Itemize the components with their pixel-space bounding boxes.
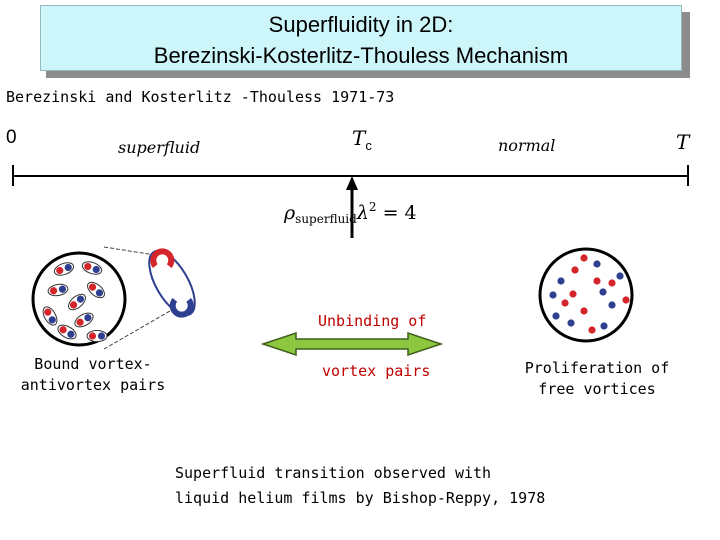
zoom-line-bottom xyxy=(103,310,171,350)
vortex-pair xyxy=(57,324,77,340)
antivortex-dot xyxy=(97,332,106,340)
vortex-pair xyxy=(47,283,69,297)
vortex-dot xyxy=(69,301,78,309)
free-vortex-dot xyxy=(580,307,588,315)
free-antivortex-dot xyxy=(549,291,557,299)
free-antivortex-dot xyxy=(616,272,624,280)
vortex-dot xyxy=(44,308,52,316)
vortex-pair xyxy=(87,281,105,299)
bound-pairs-group xyxy=(42,261,108,342)
vortex-pair xyxy=(81,261,103,275)
antivortex-dot xyxy=(84,314,92,322)
bound-pairs-caption: Bound vortex- antivortex pairs xyxy=(20,355,166,394)
vortex-pair xyxy=(42,306,58,326)
free-vortex-dot xyxy=(588,326,596,334)
antivortex-dot xyxy=(58,285,67,293)
normal-phase-label: normal xyxy=(498,136,556,155)
superfluid-phase-label: superfluid xyxy=(118,138,201,157)
zoom-line-top xyxy=(103,246,169,258)
free-vortices-circle xyxy=(538,247,634,343)
unbinding-double-arrow xyxy=(260,331,444,357)
free-vortex-dot xyxy=(622,296,630,304)
vortex-dot xyxy=(84,262,92,271)
footer-note: Superfluid transition observed with liqu… xyxy=(175,464,546,507)
unbinding-label: Unbinding of xyxy=(318,312,427,330)
free-antivortex-dot xyxy=(567,319,575,327)
axis-temperature-label: T xyxy=(676,130,690,154)
vortex-dot xyxy=(88,283,97,291)
vortex-dot xyxy=(49,287,58,295)
free-antivortex-dot xyxy=(557,277,565,285)
critical-temperature-label: Tc xyxy=(352,126,372,153)
free-antivortex-dot xyxy=(593,260,601,268)
free-vortices-group xyxy=(549,254,630,334)
axis-origin-label: 0 xyxy=(6,127,17,148)
free-vortex-dot xyxy=(569,290,577,298)
antivortex-dot xyxy=(92,265,100,274)
antivortex-circulation-icon xyxy=(169,297,194,318)
title-banner: Superfluidity in 2D: Berezinski-Kosterli… xyxy=(40,5,682,71)
title-line-2: Berezinski-Kosterlitz-Thouless Mechanism xyxy=(153,43,569,68)
vortex-dot xyxy=(76,318,84,326)
free-vortices-caption: Proliferation of free vortices xyxy=(524,359,670,398)
vortex-dot xyxy=(88,332,97,340)
antivortex-dot xyxy=(95,289,104,297)
antivortex-dot xyxy=(67,330,75,338)
antivortex-dot xyxy=(76,295,85,303)
antivortex-dot xyxy=(48,316,56,324)
free-vortex-dot xyxy=(561,299,569,307)
vortex-dot xyxy=(56,266,64,275)
free-antivortex-dot xyxy=(600,322,608,330)
vortex-pairs-label: vortex pairs xyxy=(322,362,431,380)
free-vortex-dot xyxy=(580,254,588,262)
subtitle-citation: Berezinski and Kosterlitz -Thouless 1971… xyxy=(6,88,395,106)
title-line-1: Superfluidity in 2D: xyxy=(268,12,454,37)
vortex-pair xyxy=(53,262,75,276)
tc-pointer-arrowhead xyxy=(346,176,358,190)
free-vortex-dot xyxy=(593,277,601,285)
antivortex-dot xyxy=(64,263,72,272)
free-vortex-dot xyxy=(608,279,616,287)
free-vortex-dot xyxy=(571,266,579,274)
vortex-dot xyxy=(59,326,67,334)
free-antivortex-dot xyxy=(552,312,560,320)
vortex-pair xyxy=(74,312,94,328)
vortex-pair xyxy=(86,330,108,342)
zoomed-vortex-pair xyxy=(148,248,196,318)
free-antivortex-dot xyxy=(608,301,616,309)
bkt-criterion-formula: ρsuperfluidλ2 = 4 xyxy=(284,200,417,226)
vortex-pair xyxy=(68,293,86,311)
free-antivortex-dot xyxy=(599,288,607,296)
vortex-circulation-icon xyxy=(150,248,175,269)
